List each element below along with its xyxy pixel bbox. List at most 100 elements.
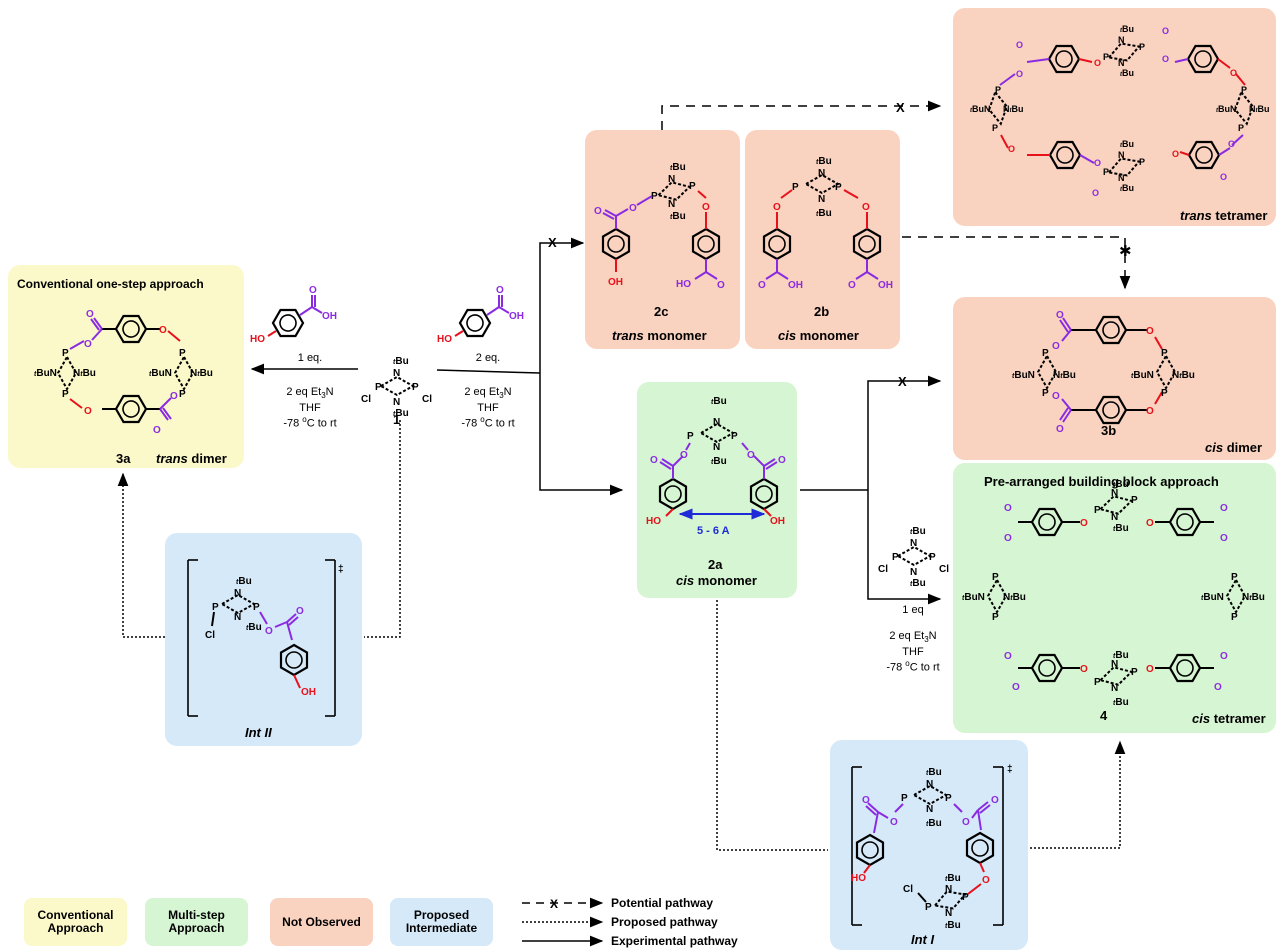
svg-text:P: P [1231,572,1238,583]
svg-text:O: O [629,203,637,214]
svg-text:N: N [926,804,933,815]
svg-text:tBuN: tBuN [962,592,985,603]
svg-text:tBuN: tBuN [970,104,991,114]
int-ii-box [165,533,362,746]
svg-text:tBu: tBu [1120,68,1134,78]
svg-text:P: P [689,181,696,192]
svg-text:tBu: tBu [1120,183,1134,193]
svg-text:O: O [1056,310,1064,321]
svg-text:N: N [945,908,952,919]
svg-text:tBu: tBu [1120,24,1134,34]
x-mark-3b: ✱ [1119,243,1132,260]
svg-text:N: N [945,884,952,895]
svg-text:P: P [651,191,658,202]
trans-monomer-label: trans monomer [612,328,707,343]
svg-text:NtBu: NtBu [1172,370,1195,381]
svg-text:O: O [1016,69,1023,79]
svg-text:N: N [234,588,241,599]
svg-text:P: P [1131,667,1138,678]
svg-text:O: O [1092,188,1099,198]
svg-text:P: P [992,123,998,133]
svg-text:OH: OH [770,516,785,527]
svg-text:HO: HO [437,334,452,345]
svg-text:O: O [170,391,178,402]
svg-text:Cl: Cl [939,564,949,575]
svg-text:N: N [668,199,675,210]
svg-text:N: N [818,168,825,179]
svg-text:O: O [758,280,766,291]
svg-text:O: O [1004,651,1012,662]
svg-text:P: P [992,572,999,583]
compound-2b: P P N N tBu tBu O O O OH O OH [758,156,893,291]
trans-dimer-label: trans dimer [156,451,227,466]
proposed-int2-to-3a [117,472,165,638]
svg-text:O: O [962,817,970,828]
svg-text:‡: ‡ [1007,764,1013,775]
svg-text:tBu: tBu [1113,650,1129,661]
svg-text:O: O [1094,58,1101,68]
compound-4: O O O O O O O O O O O O P P N N tBu tBu … [962,479,1265,708]
trans-tetramer-box [953,8,1276,226]
svg-text:O: O [594,206,602,217]
svg-text:Cl: Cl [205,630,215,641]
svg-text:P: P [1231,612,1238,623]
svg-text:P: P [892,552,899,563]
compound-1-label: 1 [393,412,401,427]
arrow-to-4 [867,490,942,605]
svg-text:P: P [1139,42,1145,52]
x-mark-tetramer: X [896,100,905,115]
svg-text:tBu: tBu [1113,697,1129,708]
compound-2b-label: 2b [814,304,830,319]
svg-text:O: O [1052,391,1060,402]
svg-text:P: P [962,892,969,903]
svg-text:HO: HO [250,334,265,345]
svg-text:O: O [717,280,725,291]
svg-text:O: O [1146,326,1154,337]
cis-monomer-2a-label: cis monomer [676,573,757,588]
svg-text:O: O [1146,406,1154,417]
svg-text:O: O [650,455,658,466]
svg-text:N: N [1111,512,1118,523]
svg-text:tBu: tBu [393,356,409,367]
svg-text:O: O [1080,518,1088,529]
svg-text:O: O [778,455,786,466]
reagent-left: O OH HO [250,285,337,345]
prearranged-title: Pre-arranged building block approach [984,474,1219,489]
svg-text:N: N [1111,488,1118,499]
svg-text:P: P [1238,123,1244,133]
svg-text:P: P [1042,348,1049,359]
svg-text:tBu: tBu [711,456,727,467]
svg-text:N: N [818,194,825,205]
svg-text:P: P [1131,495,1138,506]
svg-text:OH: OH [301,687,316,698]
svg-text:NtBu: NtBu [1053,370,1076,381]
int-i-structure: ‡ P P N N tBu tBu O O HO O O O P P N N t… [851,764,1013,931]
svg-text:O: O [159,325,167,336]
svg-text:O: O [1052,341,1060,352]
svg-text:N: N [1118,173,1125,183]
prearranged-box [953,463,1276,733]
svg-text:tBu: tBu [926,818,942,829]
svg-text:tBu: tBu [711,396,727,407]
svg-text:Cl: Cl [361,394,371,405]
svg-text:N: N [910,538,917,549]
svg-text:Cl: Cl [903,884,913,895]
svg-text:O: O [1146,664,1154,675]
svg-text:Cl: Cl [422,394,432,405]
svg-text:tBuN: tBuN [149,368,172,379]
svg-text:O: O [991,795,999,806]
svg-text:tBu: tBu [670,162,686,173]
svg-text:O: O [84,406,92,417]
x-mark-2c: X [548,235,557,250]
svg-text:N: N [713,417,720,428]
svg-text:NtBu: NtBu [190,368,213,379]
svg-text:O: O [1004,533,1012,544]
compound-3a: O O O O O O P P tBuN NtBu P P tBuN NtBu [34,308,213,436]
svg-text:P: P [992,612,999,623]
reagent-right: P P N N tBu tBu Cl Cl [878,526,949,589]
svg-text:P: P [1139,157,1145,167]
svg-text:O: O [296,606,304,617]
cis-dimer-label: cis dimer [1205,440,1263,455]
svg-text:P: P [945,793,952,804]
svg-text:tBu: tBu [816,208,832,219]
